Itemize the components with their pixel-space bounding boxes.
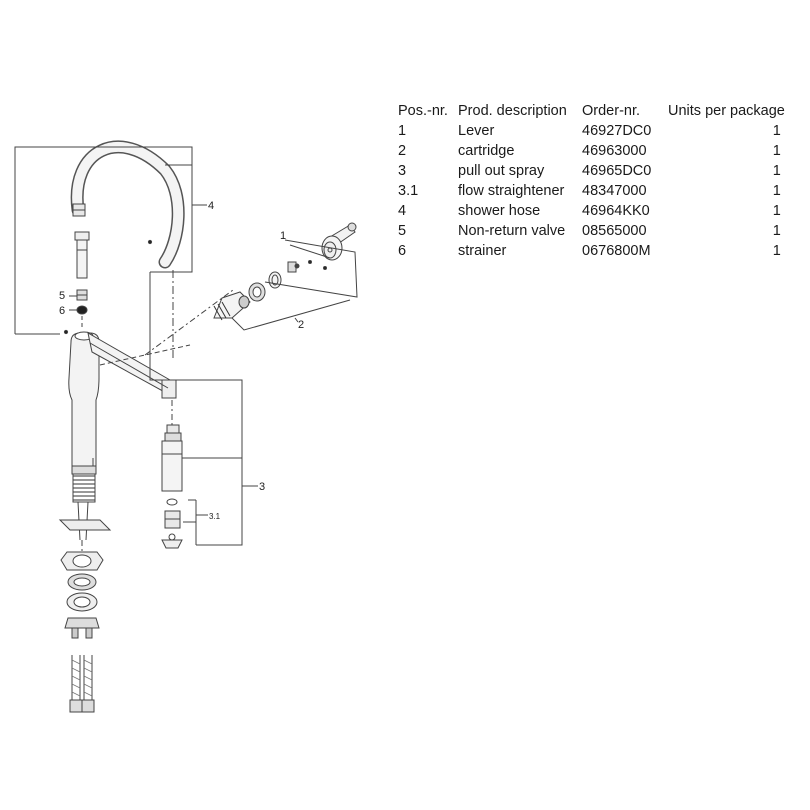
cell-description: pull out spray [458, 163, 545, 179]
header-pos: Pos.-nr. [398, 103, 448, 119]
cell-units: 1 [772, 143, 781, 159]
cartridge-part [213, 260, 327, 321]
washer-part [66, 592, 98, 612]
callout-2: 2 [298, 319, 304, 331]
hose-connector [74, 231, 90, 279]
cell-pos: 1 [398, 123, 407, 139]
table-row: 5 Non-return valve 08565000 1 [398, 221, 785, 241]
header-order: Order-nr. [582, 103, 641, 119]
spout-arc [70, 140, 185, 269]
cell-description: Non-return valve [458, 223, 566, 239]
callout-3: 3 [259, 481, 265, 493]
cell-units: 1 [772, 243, 781, 259]
cell-order: 08565000 [582, 223, 647, 239]
callout-3-1: 3.1 [209, 512, 221, 521]
cell-units: 1 [772, 203, 781, 219]
callout-4: 4 [208, 200, 214, 212]
faucet-body [58, 331, 177, 541]
cell-order: 46927DC0 [582, 123, 652, 139]
cell-description: strainer [458, 243, 507, 259]
cell-order: 46963000 [582, 143, 647, 159]
table-row: 2 cartridge 46963000 1 [398, 141, 785, 161]
table-row: 3 pull out spray 46965DC0 1 [398, 161, 785, 181]
cell-description: cartridge [458, 143, 515, 159]
header-description: Prod. description [458, 103, 567, 119]
cell-units: 1 [772, 183, 781, 199]
table-row: 1 Lever 46927DC0 1 [398, 121, 785, 141]
pull-out-spray-part [161, 400, 183, 492]
callout-6: 6 [59, 305, 65, 317]
cell-order: 46964KK0 [582, 203, 650, 219]
header-units: Units per package [668, 103, 785, 119]
lever-part [321, 222, 357, 261]
cell-pos: 4 [398, 203, 407, 219]
table-row: 4 shower hose 46964KK0 1 [398, 201, 785, 221]
cell-units: 1 [772, 163, 781, 179]
cell-order: 48347000 [582, 183, 647, 199]
callout-5: 5 [59, 290, 65, 302]
cell-description: Lever [458, 123, 495, 139]
cell-units: 1 [772, 223, 781, 239]
cell-order: 46965DC0 [582, 163, 652, 179]
gasket-part [67, 573, 97, 591]
flow-straightener-part [161, 498, 183, 549]
supply-hoses-part [69, 655, 95, 713]
parts-table: Pos.-nr. Prod. description Order-nr. Uni… [398, 101, 785, 261]
mounting-plate-part [60, 551, 104, 571]
cell-pos: 5 [398, 223, 407, 239]
strainer-part [76, 305, 88, 315]
cell-pos: 2 [398, 143, 407, 159]
cell-units: 1 [772, 123, 781, 139]
nut-plate-part [64, 617, 100, 639]
cell-pos: 3 [398, 163, 407, 179]
cell-description: flow straightener [458, 183, 565, 199]
table-row: 6 strainer 0676800M 1 [398, 241, 785, 261]
cell-pos: 6 [398, 243, 407, 259]
cell-description: shower hose [458, 203, 541, 219]
parts-table-header: Pos.-nr. Prod. description Order-nr. Uni… [398, 101, 785, 121]
table-row: 3.1 flow straightener 48347000 1 [398, 181, 785, 201]
callout-1: 1 [280, 230, 286, 242]
non-return-valve-part [76, 289, 88, 301]
cell-order: 0676800M [582, 243, 651, 259]
cell-pos: 3.1 [398, 183, 419, 199]
